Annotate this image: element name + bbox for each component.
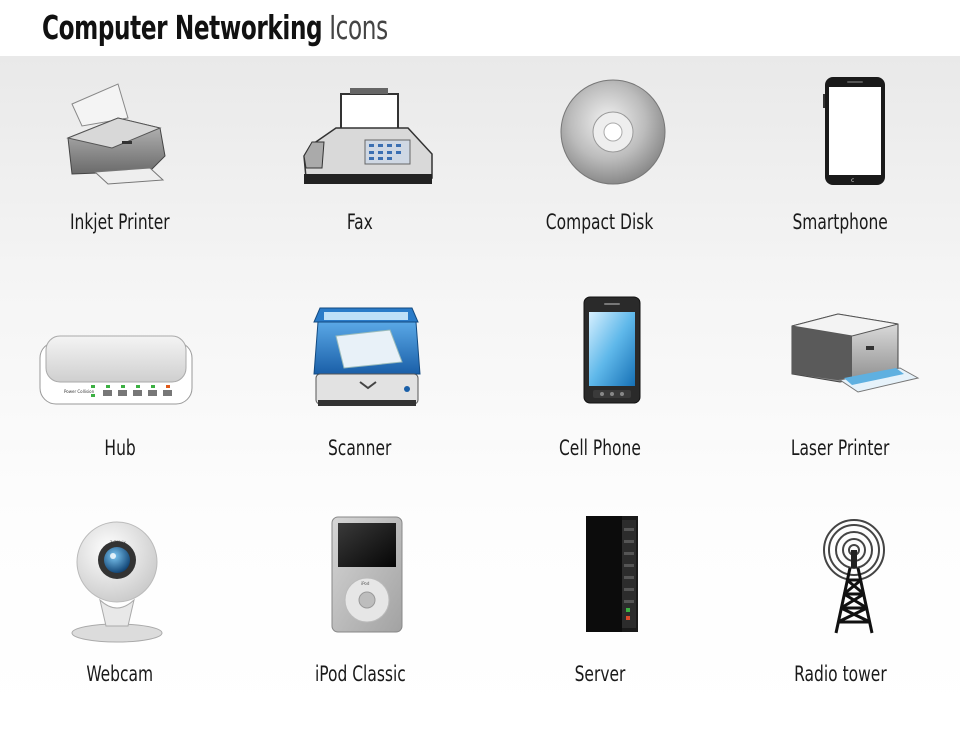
icon-tile-radio-tower: Radio tower [720, 508, 960, 733]
webcam-ring-text: 1.3Mpix [110, 540, 126, 545]
icon-tile-server: Server [480, 508, 720, 733]
icon-label: iPod Classic [314, 662, 406, 686]
icon-tile-cell-phone: Cell Phone [480, 282, 720, 507]
fax-icon [303, 88, 433, 184]
hub-icon: Power Collision [39, 335, 193, 405]
title-main: Computer Networking [42, 8, 323, 47]
ipod-brand-text: iPod [361, 581, 370, 586]
icon-tile-scanner: Scanner [240, 282, 480, 507]
page-title: Computer Networking Icons [42, 8, 388, 47]
icon-label: Compact Disk [546, 210, 654, 234]
icon-tile-ipod-classic: iPod iPod Classic [240, 508, 480, 733]
compact-disk-icon [560, 79, 666, 185]
icon-tile-compact-disk: Compact Disk [480, 56, 720, 281]
svg-text:c: c [851, 177, 854, 184]
title-sub: Icons [329, 8, 388, 47]
radio-tower-icon [823, 519, 885, 634]
server-icon [586, 516, 638, 632]
ipod-classic-icon: iPod [331, 516, 403, 633]
icon-grid: Inkjet Printer Fax [0, 56, 960, 720]
smartphone-icon: c [823, 77, 885, 185]
cell-phone-icon [583, 296, 641, 404]
icon-label: Radio tower [793, 662, 887, 686]
icon-label: Smartphone [792, 210, 888, 234]
icon-tile-laser-printer: Laser Printer [720, 282, 960, 507]
icon-tile-inkjet-printer: Inkjet Printer [0, 56, 240, 281]
webcam-icon: 1.3Mpix [71, 521, 163, 643]
inkjet-printer-icon [66, 83, 166, 185]
hub-port-text: Power Collision [64, 389, 95, 394]
icon-tile-webcam: 1.3Mpix Webcam [0, 508, 240, 733]
icon-label: Fax [346, 210, 373, 234]
laser-printer-icon [791, 313, 920, 393]
title-bar: Computer Networking Icons [0, 0, 960, 56]
icon-label: Scanner [328, 436, 392, 460]
icon-label: Laser Printer [790, 436, 890, 460]
icon-label: Inkjet Printer [70, 210, 170, 234]
icon-label: Server [574, 662, 626, 686]
icon-tile-hub: Power Collision Hub [0, 282, 240, 507]
icon-tile-smartphone: c Smartphone [720, 56, 960, 281]
icon-tile-fax: Fax [240, 56, 480, 281]
scanner-icon [313, 307, 421, 406]
icon-label: Hub [104, 436, 136, 460]
icon-label: Webcam [86, 662, 154, 686]
icon-label: Cell Phone [559, 436, 641, 460]
